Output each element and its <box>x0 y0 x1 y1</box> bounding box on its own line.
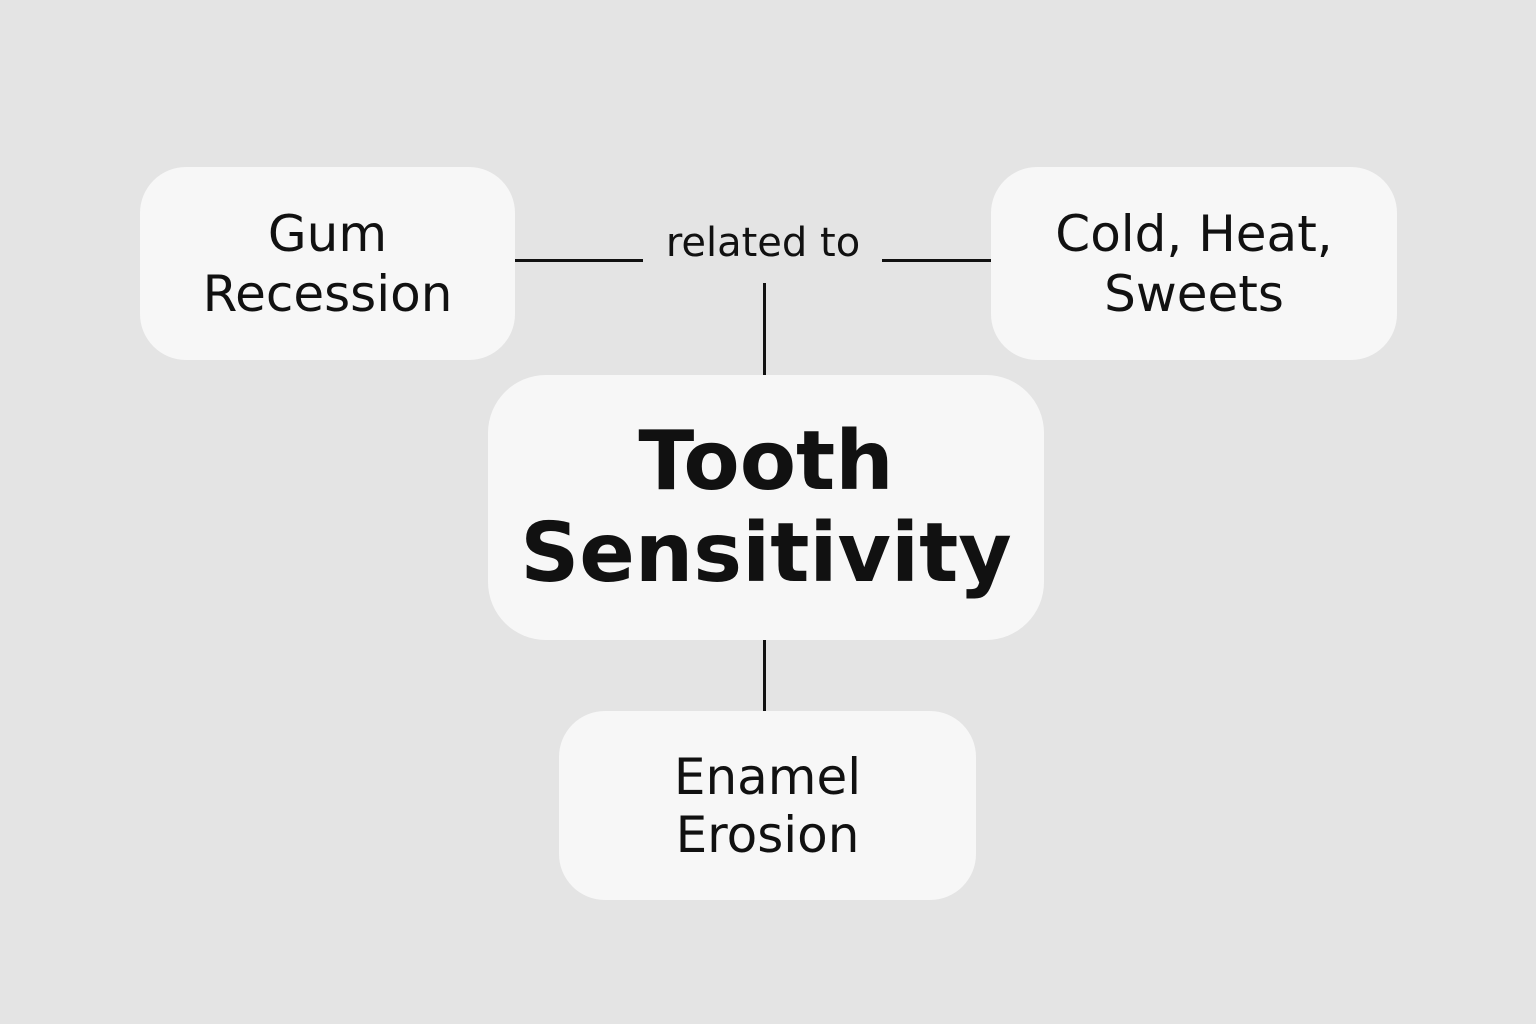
node-gum-recession-line-1: Gum <box>267 204 388 263</box>
node-tooth-sensitivity-line-2: Sensitivity <box>520 505 1012 601</box>
node-enamel-erosion-line-1: Enamel <box>673 747 862 806</box>
relation-label: related to <box>665 220 861 266</box>
node-cold-heat-sweets-line-2: Sweets <box>1104 264 1284 323</box>
connector-gum-to-label <box>515 259 643 262</box>
connector-label-to-cold <box>882 259 991 262</box>
node-tooth-sensitivity-line-1: Tooth <box>638 413 894 509</box>
connector-center-to-enamel <box>763 640 766 711</box>
node-cold-heat-sweets-line-1: Cold, Heat, <box>1055 204 1333 263</box>
connector-label-to-center <box>763 283 766 375</box>
node-cold-heat-sweets: Cold, Heat, Sweets <box>991 167 1397 360</box>
node-enamel-erosion-line-2: Erosion <box>675 805 860 864</box>
node-enamel-erosion: Enamel Erosion <box>559 711 976 900</box>
node-gum-recession-line-2: Recession <box>202 264 453 323</box>
node-tooth-sensitivity: Tooth Sensitivity <box>488 375 1044 640</box>
node-gum-recession: Gum Recession <box>140 167 515 360</box>
